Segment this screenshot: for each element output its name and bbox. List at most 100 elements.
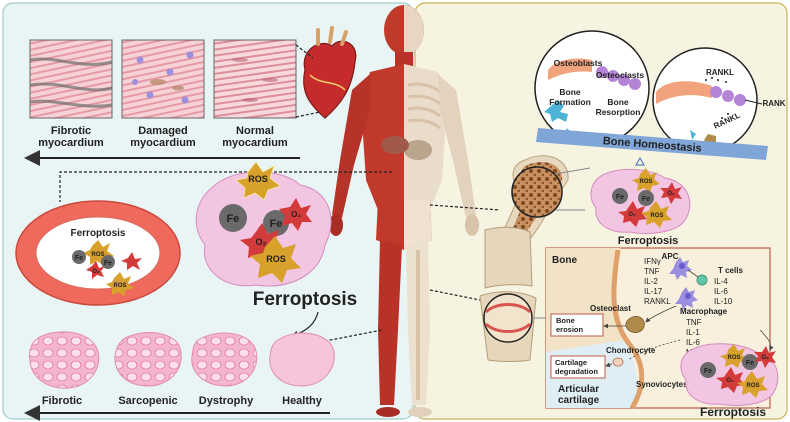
fe-icon: [101, 255, 115, 269]
vessel-ferroptosis-cluster: [72, 240, 142, 296]
myocardium-tiles: [29, 39, 297, 119]
center-o2-text-1: O₂: [291, 210, 301, 219]
center-ferroptosis-title: Ferroptosis: [253, 289, 358, 310]
bone-o2-text-2: O₂: [628, 212, 636, 218]
vessel-o2-text: O₂: [92, 269, 100, 275]
bone-region-label: Bone: [552, 255, 577, 266]
macro-cytokine-3: IL-6: [686, 338, 700, 347]
synovium-line: [611, 249, 645, 410]
heart-zoom-lines: [295, 44, 321, 118]
chondrocyte-label: Chondrocyte: [606, 346, 656, 355]
center-fe-text-2: Fe: [270, 218, 283, 230]
muscle-tissue-row: [29, 331, 335, 389]
vessel-fe-text-2: Fe: [104, 260, 112, 267]
center-o2-text-2: O₂: [256, 237, 267, 247]
macro-cytokine-1: TNF: [686, 318, 702, 327]
heart-icon: [303, 26, 357, 119]
bone-zoom-lines: [554, 167, 591, 211]
macrophage-cell: [675, 287, 698, 310]
rank-label: RANK: [762, 99, 785, 108]
bone-o2-text-1: O₂: [667, 191, 675, 197]
green-cytokine-5: RANKL: [644, 297, 671, 306]
damaged-myocardium-tile: [121, 39, 205, 119]
center-ros-text-2: ROS: [266, 254, 286, 264]
apc-label: APC: [662, 252, 679, 261]
joint-zoom-circle: [483, 293, 533, 343]
t-cell: [696, 274, 708, 286]
bone-ros-text-2: ROS: [650, 213, 663, 219]
t-cells-label: T cells: [718, 266, 743, 275]
fe-icon: [612, 188, 628, 204]
green-cytokine-3: IL-2: [644, 277, 658, 286]
joint-ros-text-2: ROS: [746, 383, 759, 389]
tcell-cytokine-2: IL-6: [714, 287, 728, 296]
center-ros-text-1: ROS: [248, 174, 268, 184]
synoviocytes-label: Synoviocytes: [636, 380, 688, 389]
fe-icon: [72, 250, 86, 264]
joint-ferroptosis-title: Ferroptosis: [700, 405, 766, 419]
joint-fe-text-2: Fe: [746, 360, 754, 367]
center-ferroptosis-cluster: [219, 161, 312, 283]
bone-erosion-box: [550, 313, 604, 337]
rankl-diagram: [656, 77, 763, 148]
green-cytokine-2: TNF: [644, 267, 660, 276]
joint-fe-text-1: Fe: [704, 368, 712, 375]
connector-lines: [59, 171, 501, 346]
osteoclast-label: Osteoclast: [590, 304, 631, 313]
joint-o2-text-1: O₂: [726, 378, 734, 384]
osteoclast-cell: [625, 316, 645, 333]
vessel-ros-text: ROS: [91, 252, 104, 258]
healthy-tissue: [269, 332, 335, 387]
fibrotic-tissue: [29, 331, 100, 389]
bone-ros-text-1: ROS: [639, 179, 652, 185]
fe-icon: [700, 362, 716, 378]
green-cytokine-1: IFNγ: [644, 257, 661, 266]
vessel-fe-text-1: Fe: [75, 255, 83, 262]
osteoblasts-label: Osteoblasts: [554, 58, 603, 68]
center-fe-text-1: Fe: [227, 213, 240, 225]
macro-cytokine-2: IL-1: [686, 328, 700, 337]
vessel-ferroptosis-label: Ferroptosis: [70, 228, 125, 239]
human-body-figure: [329, 5, 479, 417]
chondrocyte-cell: [612, 357, 624, 367]
osteoblast-row: [548, 58, 641, 90]
joint-o2-text-2: O₂: [761, 355, 769, 361]
bone-zoom-circle: [511, 166, 563, 218]
dystrophy-tissue: [191, 332, 258, 387]
bone-homeostasis-bar: [536, 128, 768, 160]
joint-ferroptosis-cluster: [700, 344, 776, 398]
fe-icon: [742, 354, 758, 370]
label-healthy: Healthy: [282, 395, 323, 407]
label-fibrotic: Fibrotic: [42, 395, 82, 407]
rankl-label-1: RANKL: [706, 68, 734, 77]
joint-ros-text-1: ROS: [727, 355, 740, 361]
normal-myocardium-tile: [213, 39, 297, 119]
apc-cell: [669, 257, 692, 280]
sarcopenic-tissue: [114, 332, 182, 387]
bone-fe-text-2: Fe: [642, 196, 650, 203]
macrophage-label: Macrophage: [680, 307, 728, 316]
fe-icon: [219, 204, 247, 232]
bone-ferroptosis-title: Ferroptosis: [618, 235, 679, 247]
osteoclasts-label: Osteoclasts: [596, 70, 644, 80]
label-sarcopenic: Sarcopenic: [118, 395, 177, 407]
bone-ferroptosis-cluster: [612, 168, 682, 228]
fe-icon: [263, 210, 289, 236]
bone-fe-text-1: Fe: [616, 194, 624, 201]
green-cytokine-4: IL-17: [644, 287, 663, 296]
joint-zoom-detail: [484, 303, 532, 333]
triangle-indicator-icon: [635, 156, 645, 166]
fe-icon: [638, 190, 654, 206]
label-dystrophy: Dystrophy: [199, 395, 254, 407]
tcell-cytokine-3: IL-10: [714, 297, 733, 306]
tcell-cytokine-1: IL-4: [714, 277, 728, 286]
